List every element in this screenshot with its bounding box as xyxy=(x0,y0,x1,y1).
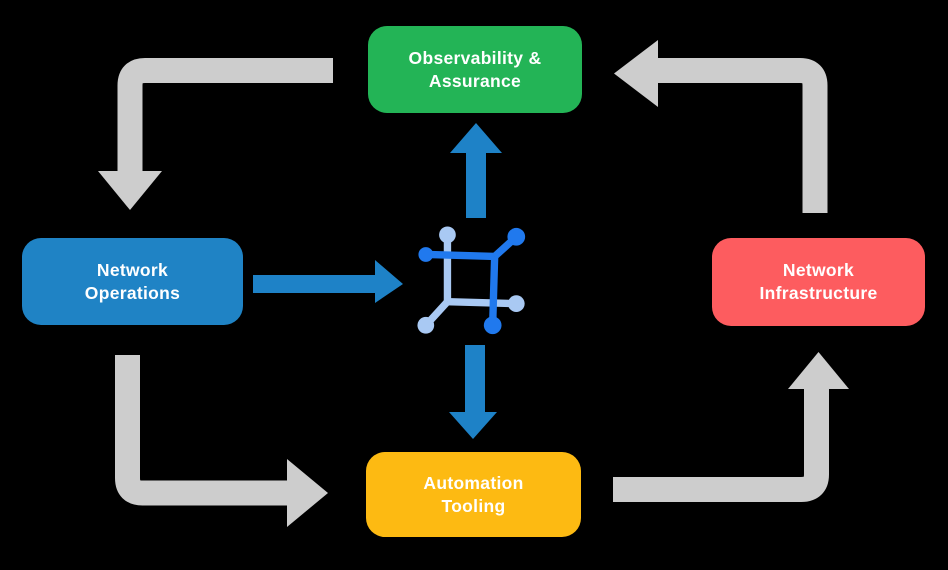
cycle-arrowhead-up-icon xyxy=(788,352,849,389)
node-label: Network Infrastructure xyxy=(759,260,878,303)
node-label: Observability & Assurance xyxy=(408,47,542,91)
node-observability-assurance: Observability & Assurance xyxy=(368,26,582,113)
icon-light-blue-parts xyxy=(417,226,525,334)
cycle-arrow-automation-to-infrastructure xyxy=(613,389,829,502)
blue-arrow-up-icon xyxy=(450,123,502,218)
cycle-arrow-infrastructure-to-observability xyxy=(658,58,828,213)
node-automation-tooling: Automation Tooling xyxy=(366,452,581,537)
cycle-arrowhead-down-icon xyxy=(98,171,162,210)
network-fabric-icon xyxy=(417,226,526,335)
node-label: Network Operations xyxy=(84,259,181,303)
node-network-operations: Network Operations xyxy=(22,238,243,325)
node-network-infrastructure: Network Infrastructure xyxy=(712,238,925,326)
node-label: Automation Tooling xyxy=(423,472,524,516)
blue-arrow-right-icon xyxy=(253,260,403,303)
cycle-arrow-operations-to-automation xyxy=(115,355,288,506)
blue-arrow-down-icon xyxy=(449,345,497,439)
icon-dark-blue-parts xyxy=(418,227,526,335)
cycle-arrowhead-left-icon xyxy=(614,40,658,107)
cycle-arrowhead-right-icon xyxy=(287,459,328,527)
cycle-arrow-observability-to-operations xyxy=(117,58,333,173)
